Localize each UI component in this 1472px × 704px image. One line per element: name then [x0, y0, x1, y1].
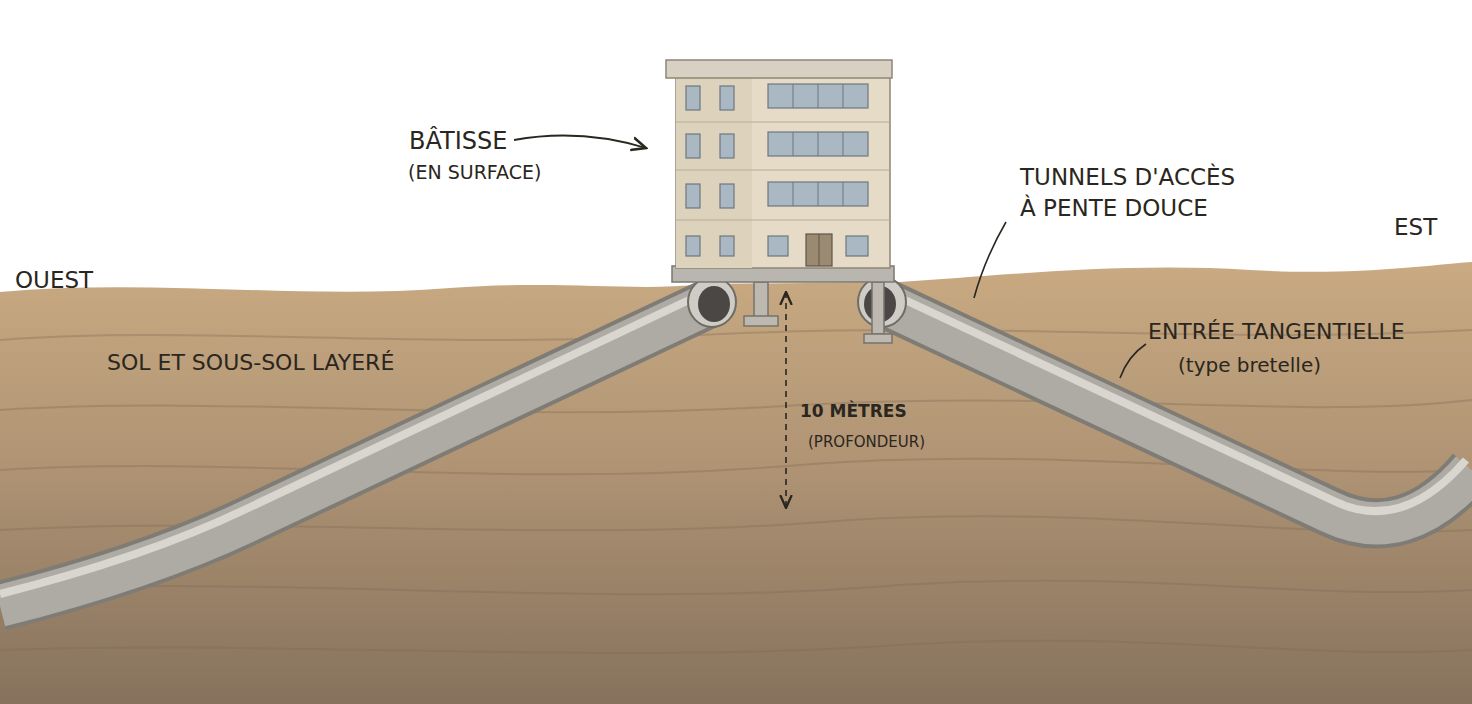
tunnel-highlight [888, 292, 1466, 511]
depth-dimension [785, 292, 787, 508]
pier-footing [864, 334, 892, 343]
door [806, 234, 832, 266]
window-mullions [793, 84, 843, 206]
windows [686, 84, 868, 256]
tunnel-highlight [0, 292, 706, 594]
pier [872, 282, 884, 334]
tunnel-shadow [882, 302, 1472, 523]
building [666, 60, 894, 282]
callout-arrow [514, 136, 646, 149]
leader-line [974, 222, 1006, 298]
callout-note: ENTRÉE TANGENTIELLE [1148, 317, 1405, 347]
soil-layer [0, 641, 1472, 653]
layer-label: SOL ET SOUS-SOL LAYERÉ [107, 348, 394, 378]
soil-layer [0, 400, 1472, 412]
building-facade [676, 76, 890, 268]
tunnel-east [882, 302, 1472, 523]
callout-subtitle: (type bretelle) [1178, 352, 1321, 379]
tunnel-opening [698, 286, 730, 322]
dimension-label: 10 MÈTRES [800, 400, 907, 423]
foundations [744, 282, 892, 343]
building-side [676, 76, 752, 268]
callout-subtitle: (EN SURFACE) [408, 160, 541, 186]
floor-lines [676, 122, 890, 220]
soil-layer [0, 581, 1472, 595]
leader-line [1120, 344, 1146, 378]
callout-title: BÂTISSE [409, 125, 507, 157]
door-split [819, 234, 820, 266]
pier-footing [744, 316, 778, 326]
building-roof [666, 60, 892, 78]
dimension-note: (PROFONDEUR) [808, 432, 925, 452]
tunnel-mouth [688, 277, 736, 327]
callout-note: TUNNELS D'ACCÈS À PENTE DOUCE [1020, 162, 1245, 224]
pier [754, 282, 768, 318]
direction-label: EST [1394, 212, 1437, 243]
direction-label: OUEST [15, 265, 93, 296]
ground [0, 262, 1472, 704]
